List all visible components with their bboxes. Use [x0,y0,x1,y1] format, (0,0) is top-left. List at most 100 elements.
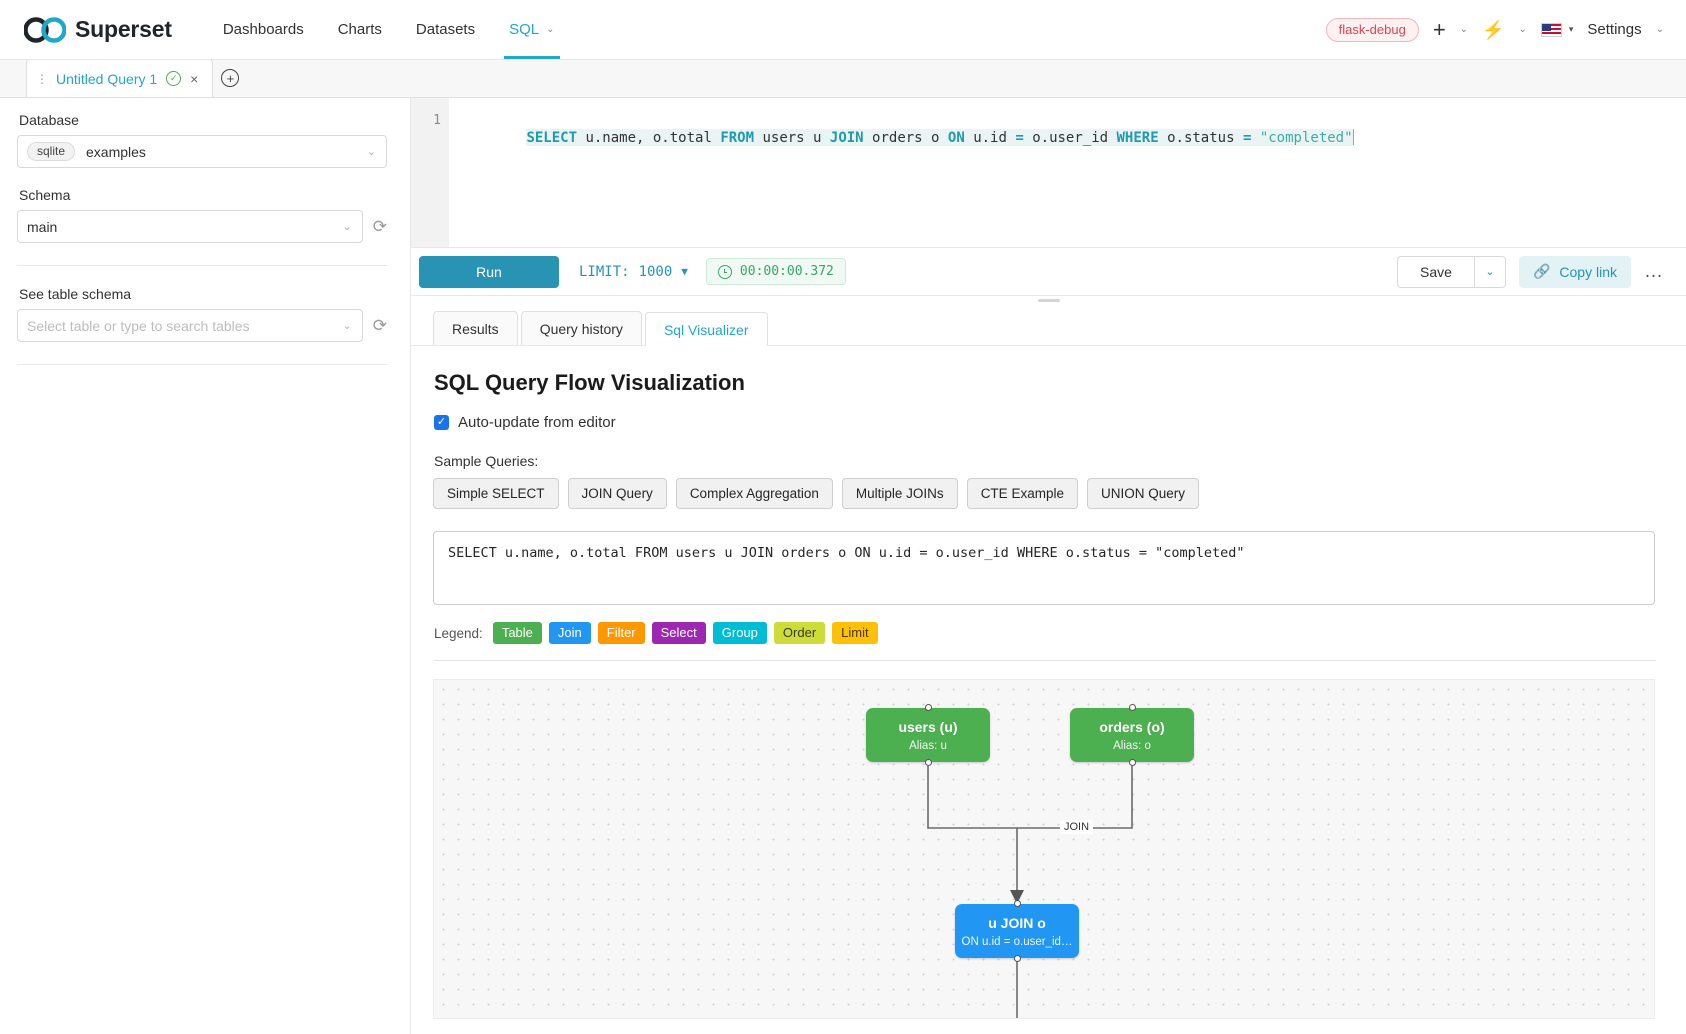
auto-update-checkbox-row[interactable]: ✓ Auto-update from editor [434,414,1655,431]
sample-button-join-query[interactable]: JOIN Query [567,478,667,509]
tab-query-history[interactable]: Query history [520,311,642,345]
nav-link-label: Datasets [415,21,476,38]
plus-icon: + [221,69,240,87]
sql-editor[interactable]: 1 SELECT u.name, o.total FROM users u JO… [411,98,1686,248]
new-item-menu[interactable]: + ⌄ [1433,18,1468,40]
nav-link-sql[interactable]: SQL ⌄ [492,0,571,59]
chevron-down-icon: ⌄ [1655,24,1664,35]
refresh-icon[interactable]: ⟳ [372,316,387,335]
refresh-icon[interactable]: ⟳ [372,217,387,236]
flow-node-join[interactable]: u JOIN o ON u.id = o.user_id… [955,900,1079,962]
checkbox-checked-icon[interactable]: ✓ [434,415,449,430]
copy-link-label: Copy link [1559,263,1617,280]
nav-links: Dashboards Charts Datasets SQL ⌄ [206,0,572,59]
sql-token-where: WHERE [1116,130,1159,146]
flow-node-orders[interactable]: orders (o) Alias: o [1070,704,1194,766]
query-tab-untitled-query-1[interactable]: ⋮ Untitled Query 1 ✓ × [26,59,214,97]
more-options-icon[interactable]: … [1644,260,1664,282]
right-panel: 1 SELECT u.name, o.total FROM users u JO… [411,98,1686,1034]
tab-label: Results [452,320,499,337]
alerts-menu[interactable]: ⚡ ⌄ [1482,21,1527,39]
database-value: examples [86,143,146,160]
sample-button-multiple-joins[interactable]: Multiple JOINs [841,478,958,509]
database-engine-tag: sqlite [27,142,76,161]
sample-button-cte-example[interactable]: CTE Example [966,478,1078,509]
workspace: Database sqlite examples ⌄ Schema main ⌄… [0,98,1686,1034]
panel-divider-bottom [17,364,387,365]
sample-button-union-query[interactable]: UNION Query [1086,478,1199,509]
run-button[interactable]: Run [419,255,559,288]
node-title: u JOIN o [988,914,1046,931]
language-menu[interactable]: ▾ [1540,22,1573,37]
flow-node-users[interactable]: users (u) Alias: u [866,704,990,766]
panel-resize-handle[interactable] [411,296,1686,305]
sql-token-from: FROM [720,130,755,146]
legend-chip-select: Select [651,622,706,644]
node-handle-bottom[interactable] [1128,759,1136,766]
sql-input-textarea[interactable] [433,531,1655,605]
nav-link-datasets[interactable]: Datasets [399,0,492,59]
editor-code-line: SELECT u.name, o.total FROM users u JOIN… [526,129,1354,146]
query-flow-canvas[interactable]: JOIN users (u) Alias: u orders (o) Alias… [433,679,1655,1019]
database-select[interactable]: sqlite examples ⌄ [17,135,387,168]
sample-queries-label: Sample Queries: [434,453,539,469]
nav-link-label: SQL [509,21,540,38]
schema-select[interactable]: main ⌄ [17,210,363,243]
editor-gutter: 1 [411,98,449,247]
check-circle-icon: ✓ [166,71,182,86]
chevron-down-icon: ⌄ [366,146,376,158]
legend-chip-group: Group [712,622,767,644]
legend-label: Legend: [434,625,483,641]
schema-row: main ⌄ ⟳ [17,210,387,243]
save-dropdown-toggle[interactable]: ⌄ [1473,255,1506,288]
query-tab-label: Untitled Query 1 [56,70,158,87]
editor-code-area[interactable]: SELECT u.name, o.total FROM users u JOIN… [449,98,1686,247]
tab-sql-visualizer[interactable]: Sql Visualizer [644,312,768,346]
node-handle-bottom[interactable] [924,759,932,766]
navbar-right-group: flask-debug + ⌄ ⚡ ⌄ ▾ Settings ⌄ [1325,17,1664,42]
copy-link-button[interactable]: 🔗 Copy link [1518,255,1631,288]
drag-handle-icon[interactable]: ⋮ [36,71,48,86]
save-button-group: Save ⌄ [1397,255,1506,288]
brand-name: Superset [75,16,172,42]
brand-logo-group[interactable]: Superset [24,16,172,43]
sql-token-space [1251,130,1259,146]
new-query-tab-button[interactable]: + [213,59,247,97]
chevron-down-icon: ⌄ [342,320,352,332]
save-button[interactable]: Save [1397,255,1474,288]
nav-link-dashboards[interactable]: Dashboards [206,0,321,59]
query-timer: 00:00:00.372 [705,258,846,285]
top-navbar: Superset Dashboards Charts Datasets SQL … [0,0,1686,60]
sql-token-eq2: = [1242,130,1252,146]
limit-dropdown[interactable]: LIMIT: 1000 ▼ [579,264,688,280]
node-handle-bottom[interactable] [1013,955,1021,962]
node-handle-top[interactable] [1128,704,1136,711]
sql-token-uid: u.id [964,130,1016,146]
settings-label: Settings [1587,21,1642,38]
panel-divider [17,265,387,266]
table-schema-label: See table schema [19,286,132,302]
sample-button-complex-aggregation[interactable]: Complex Aggregation [675,478,833,509]
us-flag-icon [1540,22,1562,37]
node-handle-top[interactable] [924,704,932,711]
visualizer-content: SQL Query Flow Visualization ✓ Auto-upda… [433,370,1656,1019]
tab-results[interactable]: Results [433,311,518,345]
legend: Legend: Table Join Filter Select Group O… [434,622,1656,661]
chevron-down-icon: ⌄ [1485,266,1495,278]
editor-line-number: 1 [433,113,441,128]
node-handle-top[interactable] [1013,900,1021,907]
nav-link-label: Charts [337,21,382,38]
close-icon[interactable]: × [190,70,199,87]
flow-edges [927,766,1133,1018]
schema-label: Schema [19,187,71,203]
sample-button-simple-select[interactable]: Simple SELECT [433,478,559,509]
nav-link-charts[interactable]: Charts [321,0,399,59]
table-select[interactable]: Select table or type to search tables ⌄ [17,309,363,342]
node-title: users (u) [898,718,958,735]
limit-value: 1000 [638,263,673,280]
legend-chip-table: Table [492,622,542,644]
bolt-icon: ⚡ [1482,19,1505,40]
settings-menu[interactable]: Settings ⌄ [1587,21,1664,38]
tab-label: Sql Visualizer [663,321,749,338]
node-subtitle: Alias: o [1113,739,1151,752]
